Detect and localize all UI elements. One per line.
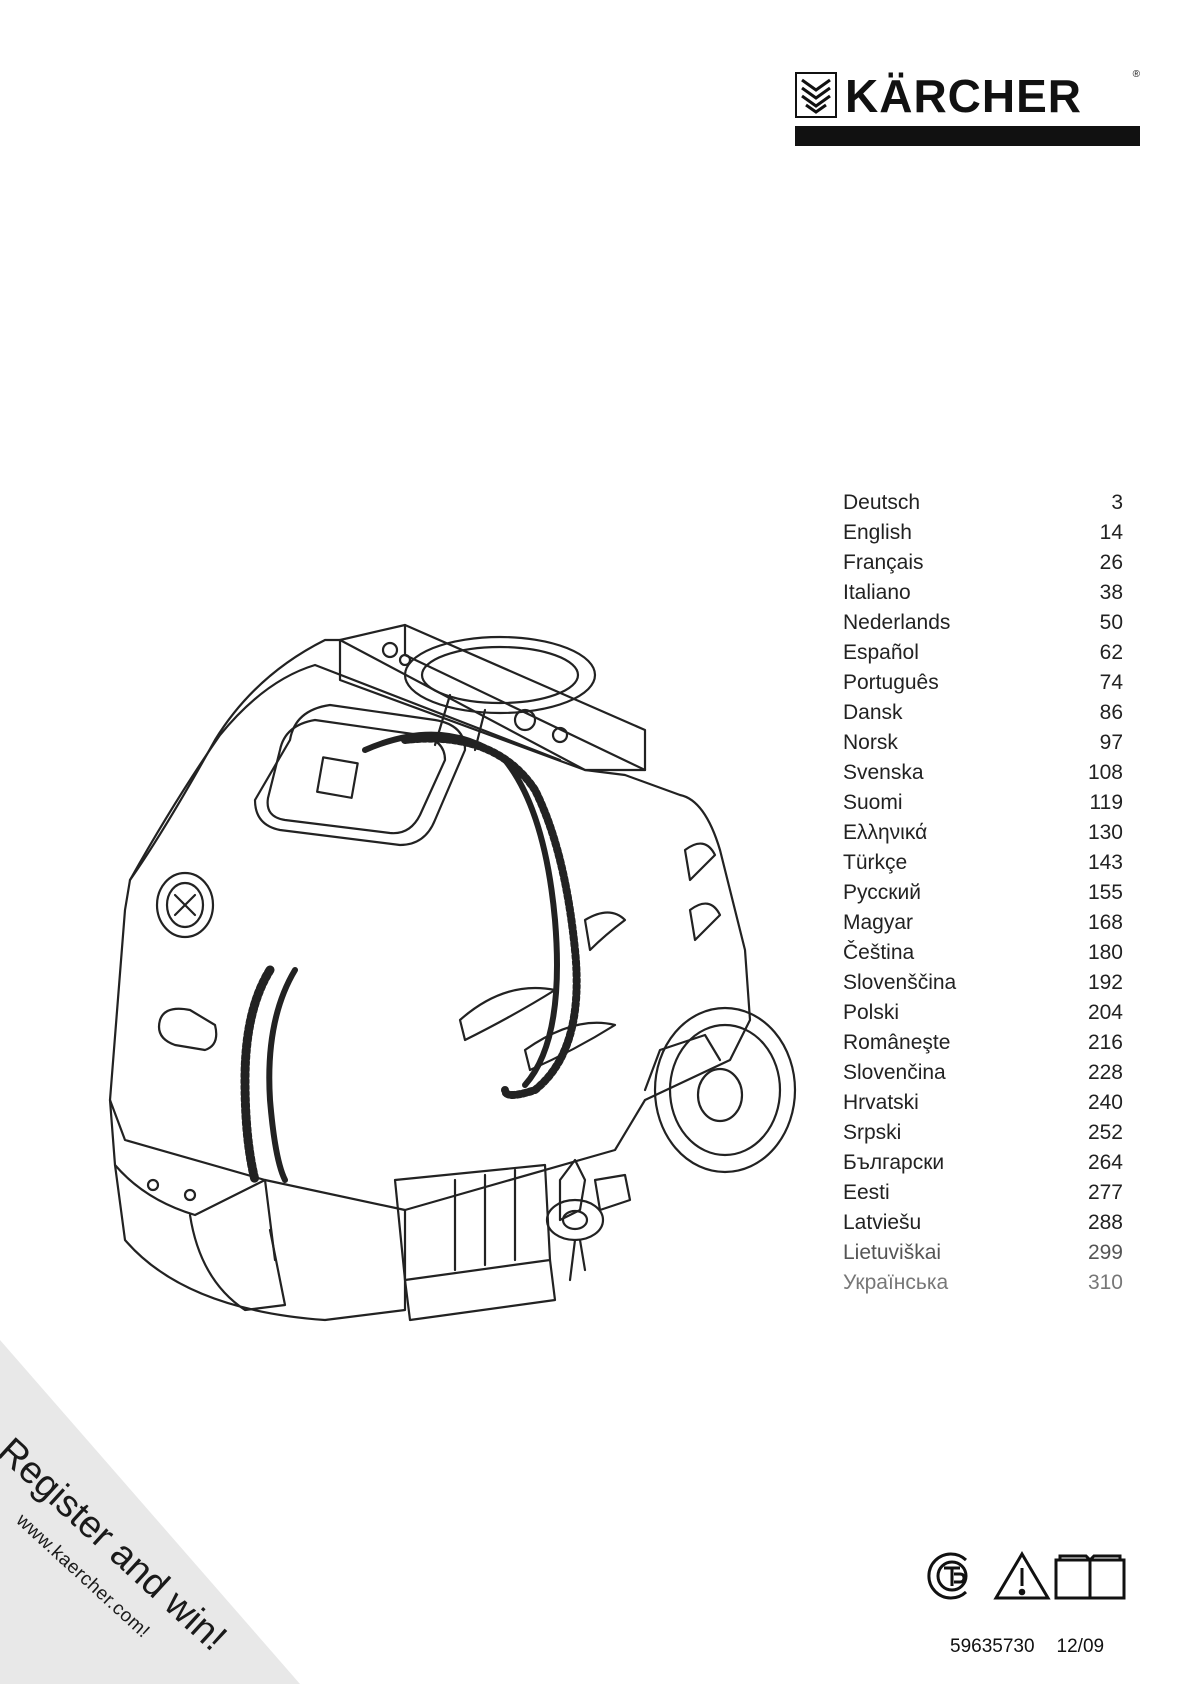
language-entry[interactable]: Русский 155 (843, 878, 1123, 908)
language-page-number: 228 (1087, 1061, 1123, 1084)
edition-date: 12/09 (1056, 1636, 1105, 1657)
part-number: 59635730 (950, 1636, 1035, 1657)
language-name: Deutsch (843, 491, 921, 514)
language-name: Hrvatski (843, 1091, 919, 1114)
language-entry[interactable]: Nederlands 50 (843, 608, 1123, 638)
language-entry[interactable]: Lietuviškai 299 (843, 1238, 1123, 1268)
language-entry[interactable]: Magyar 168 (843, 908, 1123, 938)
language-name: Lietuviškai (843, 1241, 942, 1264)
language-name: Türkçe (843, 851, 908, 874)
gost-certification-icon (927, 1552, 968, 1600)
language-entry[interactable]: Български 264 (843, 1148, 1123, 1178)
language-name: Româneşte (843, 1031, 951, 1054)
language-name: Suomi (843, 791, 903, 814)
language-page-number: 74 (1099, 671, 1123, 694)
language-name: Čeština (843, 941, 915, 964)
language-name: Srpski (843, 1121, 902, 1144)
language-page-number: 240 (1087, 1091, 1123, 1114)
language-page-number: 192 (1087, 971, 1123, 994)
language-name: Slovenčina (843, 1061, 946, 1084)
certification-marks (927, 1551, 1126, 1600)
language-name: Português (843, 671, 939, 694)
language-page-number: 216 (1087, 1031, 1123, 1054)
brand-name: KÄRCHER (845, 70, 1082, 122)
language-page-number: 299 (1087, 1241, 1123, 1264)
language-page-number: 277 (1087, 1181, 1123, 1204)
language-name: Español (843, 641, 919, 664)
language-name: Dansk (843, 701, 903, 724)
language-name: Eesti (843, 1181, 890, 1204)
language-entry[interactable]: English 14 (843, 518, 1123, 548)
language-page-number: 143 (1087, 851, 1123, 874)
language-entry[interactable]: Eesti 277 (843, 1178, 1123, 1208)
language-name: Polski (843, 1001, 900, 1024)
language-page-number: 119 (1089, 791, 1123, 814)
language-entry[interactable]: Hrvatski 240 (843, 1088, 1123, 1118)
language-page-number: 26 (1099, 551, 1123, 574)
registered-mark: ® (1132, 69, 1140, 80)
language-entry[interactable]: Polski 204 (843, 998, 1123, 1028)
language-page-number: 50 (1099, 611, 1123, 634)
language-page-number: 310 (1087, 1271, 1123, 1294)
language-page-number: 168 (1087, 911, 1123, 934)
language-page-number: 86 (1099, 701, 1123, 724)
language-entry[interactable]: Româneşte 216 (843, 1028, 1123, 1058)
language-name: Svenska (843, 761, 924, 784)
language-entry[interactable]: Norsk 97 (843, 728, 1123, 758)
language-entry[interactable]: Deutsch 3 (843, 488, 1123, 518)
language-name: Ελληνικά (843, 821, 928, 844)
language-page-number: 97 (1099, 731, 1123, 754)
language-page-number: 204 (1087, 1001, 1123, 1024)
language-entry[interactable]: Slovenčina 228 (843, 1058, 1123, 1088)
language-name: Italiano (843, 581, 911, 604)
language-page-number: 38 (1099, 581, 1123, 604)
language-entry[interactable]: Українська 310 (843, 1268, 1123, 1298)
language-entry[interactable]: Italiano 38 (843, 578, 1123, 608)
language-entry[interactable]: Čeština 180 (843, 938, 1123, 968)
language-page-number: 180 (1087, 941, 1123, 964)
logo-bar (795, 126, 1140, 146)
language-name: Magyar (843, 911, 914, 934)
language-entry[interactable]: Slovenščina 192 (843, 968, 1123, 998)
language-page-number: 14 (1099, 521, 1123, 544)
language-entry[interactable]: Ελληνικά 130 (843, 818, 1123, 848)
language-name: Українська (843, 1271, 949, 1294)
scrubber-machine-illustration (108, 623, 797, 1322)
language-page-number: 252 (1087, 1121, 1123, 1144)
karcher-emblem-icon (795, 72, 837, 118)
language-name: English (843, 521, 912, 544)
language-name: Français (843, 551, 924, 574)
language-page-number: 62 (1099, 641, 1123, 664)
language-entry[interactable]: Latviešu 288 (843, 1208, 1123, 1238)
language-name: Български (843, 1151, 945, 1174)
language-entry[interactable]: Svenska 108 (843, 758, 1123, 788)
language-page-number: 264 (1087, 1151, 1123, 1174)
language-page-number: 288 (1087, 1211, 1123, 1234)
language-name: Nederlands (843, 611, 951, 634)
brand-logo: KÄRCHER ® (795, 70, 1140, 146)
document-footer: 59635730 12/09 (950, 1636, 1104, 1658)
language-name: Slovenščina (843, 971, 957, 994)
language-entry[interactable]: Español 62 (843, 638, 1123, 668)
language-page-number: 108 (1087, 761, 1123, 784)
language-page-number: 130 (1087, 821, 1123, 844)
language-entry[interactable]: Français 26 (843, 548, 1123, 578)
language-entry[interactable]: Dansk 86 (843, 698, 1123, 728)
manual-book-icon (1054, 1554, 1126, 1600)
language-entry[interactable]: Türkçe 143 (843, 848, 1123, 878)
language-entry[interactable]: Português 74 (843, 668, 1123, 698)
language-name: Latviešu (843, 1211, 922, 1234)
warning-triangle-icon (993, 1551, 1051, 1600)
language-name: Norsk (843, 731, 898, 754)
language-page-number: 3 (1111, 491, 1123, 514)
language-entry[interactable]: Suomi 119 (843, 788, 1123, 818)
language-page-number: 155 (1087, 881, 1123, 904)
language-name: Русский (843, 881, 921, 904)
register-corner-banner (0, 1340, 300, 1684)
language-entry[interactable]: Srpski 252 (843, 1118, 1123, 1148)
